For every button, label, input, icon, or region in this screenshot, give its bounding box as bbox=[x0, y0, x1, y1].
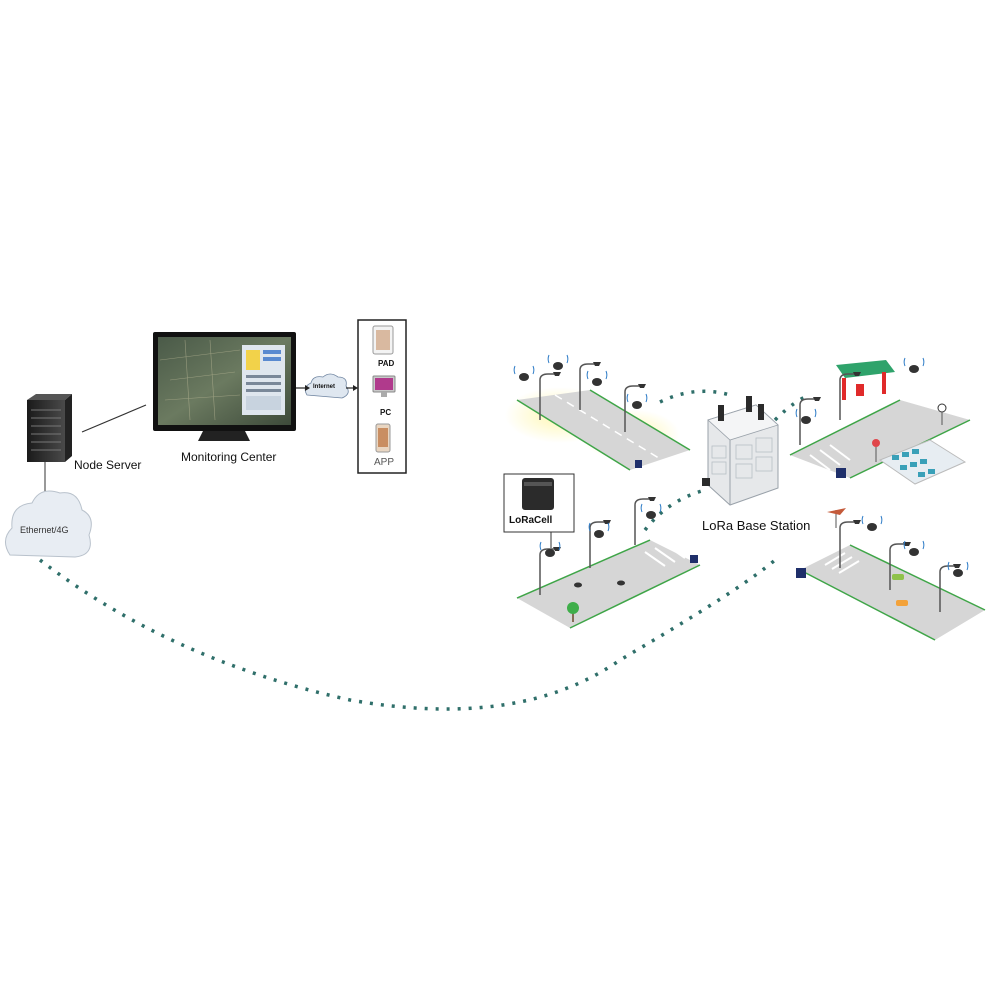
flag-icon bbox=[827, 508, 846, 528]
tablet-icon bbox=[372, 325, 394, 355]
internet-cloud-icon bbox=[304, 373, 349, 399]
app-label: APP bbox=[374, 457, 395, 468]
monitor-icon bbox=[153, 332, 296, 441]
monitoring-center-label: Monitoring Center bbox=[181, 450, 277, 464]
server-icon bbox=[27, 394, 72, 462]
parking-icon bbox=[872, 403, 967, 485]
base-station-label: LoRa Base Station bbox=[702, 518, 811, 533]
car-icon bbox=[892, 574, 908, 606]
signal-arc-left bbox=[643, 488, 706, 532]
road-bottom-right bbox=[796, 544, 986, 641]
signal-arc-large bbox=[38, 558, 777, 711]
road-bottom-left bbox=[516, 539, 701, 629]
phone-icon bbox=[375, 423, 391, 453]
internet-label: Internet bbox=[313, 384, 336, 390]
tree-icon bbox=[567, 602, 579, 622]
road-top-right bbox=[789, 399, 971, 479]
cloud-icon bbox=[5, 490, 92, 558]
gas-station-icon bbox=[836, 360, 895, 400]
signal-arc-right bbox=[773, 393, 811, 422]
node-server-label: Node Server bbox=[74, 458, 142, 472]
base-station-icon bbox=[702, 396, 779, 506]
pad-label: PAD bbox=[378, 359, 395, 368]
desktop-icon bbox=[372, 375, 396, 397]
road-top-left bbox=[505, 387, 691, 471]
signal-arc-top bbox=[659, 389, 731, 404]
loracell-label: LoRaCell bbox=[509, 515, 553, 526]
pc-label: PC bbox=[380, 408, 392, 417]
server-monitor-link bbox=[81, 404, 147, 433]
ethernet-label: Ethernet/4G bbox=[20, 525, 69, 535]
loracell-panel bbox=[503, 473, 575, 548]
